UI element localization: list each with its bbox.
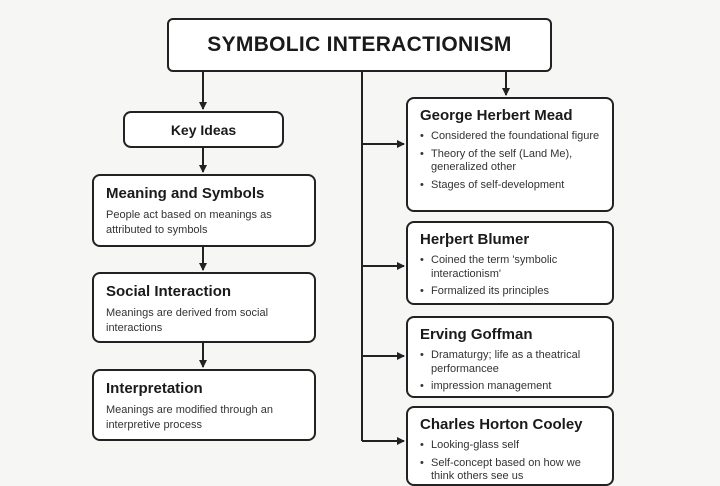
theorist-point: Dramaturgy; life as a theatrical perform… [420, 349, 600, 376]
theorist-points: Dramaturgy; life as a theatrical perform… [420, 349, 600, 394]
concept-heading: Social Interaction [106, 283, 232, 300]
theorist-point: Self-concept based on how we think other… [420, 457, 600, 484]
concept-box-interpretation: Interpretation Meanings are modified thr… [92, 369, 316, 441]
key-ideas-box: Key Ideas [123, 111, 284, 148]
theorist-point: Formalized its principles [420, 285, 600, 299]
concept-box-social-interaction: Social Interaction Meanings are derived … [92, 272, 316, 343]
theorist-point: Coined the term 'symbolic interactionism… [420, 254, 600, 281]
theorist-name: George Herbert Mead [420, 107, 573, 124]
diagram-title: SYMBOLIC INTERACTIONISM [207, 33, 512, 56]
theorist-point: Theory of the self (Land Me), generalize… [420, 148, 600, 175]
concept-description: Meanings are modified through an interpr… [106, 404, 273, 431]
concept-heading: Interpretation [106, 380, 203, 397]
theorist-box-goffman: Erving Goffman Dramaturgy; life as a the… [406, 316, 614, 398]
theorist-points: Looking-glass self Self-concept based on… [420, 439, 600, 484]
theorist-point: impression management [420, 380, 600, 394]
theorist-name: Erving Goffman [420, 326, 533, 343]
theorist-point: Considered the foundational figure [420, 130, 600, 144]
theorist-box-mead: George Herbert Mead Considered the found… [406, 97, 614, 212]
theorist-box-blumer: Herþert Blumer Coined the term 'symbolic… [406, 221, 614, 305]
title-box: SYMBOLIC INTERACTIONISM [167, 18, 552, 72]
concept-box-meaning-and-symbols: Meaning and Symbols People act based on … [92, 174, 316, 247]
theorist-point: Stages of self-development [420, 179, 600, 193]
theorist-name: Charles Horton Cooley [420, 416, 583, 433]
concept-heading: Meaning and Symbols [106, 185, 265, 202]
key-ideas-label: Key Ideas [170, 121, 237, 138]
theorist-points: Coined the term 'symbolic interactionism… [420, 254, 600, 299]
concept-description: People act based on meanings as attribut… [106, 209, 272, 236]
concept-description: Meanings are derived from social interac… [106, 307, 269, 334]
theorist-box-cooley: Charles Horton Cooley Looking-glass self… [406, 406, 614, 486]
theorist-point: Looking-glass self [420, 439, 600, 453]
theorist-points: Considered the foundational figure Theor… [420, 130, 600, 192]
theorist-name: Herþert Blumer [420, 231, 530, 248]
